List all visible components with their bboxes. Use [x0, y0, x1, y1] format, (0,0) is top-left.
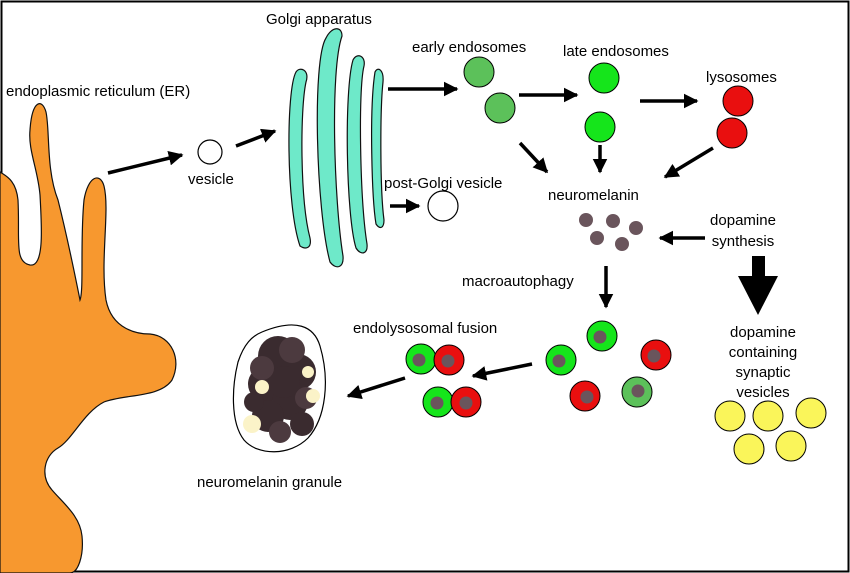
late-endosomes-label: late endosomes: [563, 43, 669, 60]
synaptic-vesicles: [714, 397, 827, 465]
post-golgi-vesicle-label: post-Golgi vesicle: [384, 175, 502, 192]
arrow-er-to-vesicle: [107, 150, 184, 175]
neuromelanin-granule: [232, 324, 326, 453]
lysosomes-label: lysosomes: [706, 69, 777, 86]
arrow-vesicle-to-golgi: [235, 128, 277, 148]
dopamine-synthesis-label-line2: synthesis: [712, 233, 775, 250]
early-endosome: [484, 92, 516, 124]
late-endosome-with-neuromelanin: [586, 320, 618, 352]
early-endosome-with-neuromelanin: [621, 376, 653, 408]
arrow-autophagy-to-fusion: [471, 362, 533, 381]
dopamine-vesicles-label-line2: containing: [729, 344, 797, 361]
late-endosome: [584, 111, 616, 143]
late-endosome: [588, 62, 620, 94]
endoplasmic-reticulum: [0, 103, 177, 573]
neuromelanin-particle: [579, 213, 593, 227]
arrow-fusion-to-granule: [346, 376, 406, 400]
fused-endolysosome: [422, 386, 482, 418]
golgi-apparatus: [288, 28, 385, 268]
synaptic-vesicle: [714, 400, 746, 432]
neuromelanin-particle: [629, 221, 643, 235]
dopamine-synthesis-label-line1: dopamine: [710, 212, 776, 229]
lysosome: [716, 117, 748, 149]
arrow-lysosomes-to-neuromelanin: [663, 146, 714, 179]
synaptic-vesicle: [733, 433, 765, 465]
neuromelanin-granule-label: neuromelanin granule: [197, 474, 342, 491]
synaptic-vesicle: [795, 397, 827, 429]
dopamine-vesicles-label-line4: vesicles: [736, 384, 789, 401]
vesicle-label: vesicle: [188, 171, 234, 188]
synaptic-vesicle: [775, 430, 807, 462]
er-label: endoplasmic reticulum (ER): [6, 83, 190, 100]
neuromelanin-label: neuromelanin: [548, 187, 639, 204]
early-endosome: [463, 56, 495, 88]
arrow-early-endosomes-to-neuromelanin: [518, 141, 549, 174]
late-endosome-with-neuromelanin: [545, 344, 577, 376]
neuromelanin-particles: [579, 213, 643, 251]
arrow-dopamine-synthesis-to-vesicles: [738, 256, 778, 315]
fused-endolysosome: [405, 343, 465, 376]
neuromelanin-particle: [606, 214, 620, 228]
autophagic-compartments: [545, 320, 672, 412]
golgi-label: Golgi apparatus: [266, 11, 372, 28]
early-endosomes-label: early endosomes: [412, 39, 526, 56]
lysosome-with-neuromelanin: [640, 339, 672, 371]
synaptic-vesicle: [752, 400, 784, 432]
dopamine-vesicles-label-line1: dopamine: [730, 324, 796, 341]
post-golgi-vesicle: [427, 190, 459, 222]
macroautophagy-label: macroautophagy: [462, 273, 574, 290]
endolysosomal-fusion-label: endolysosomal fusion: [353, 320, 497, 337]
vesicle: [197, 139, 223, 165]
lysosome-with-neuromelanin: [569, 380, 601, 412]
dopamine-vesicles-label-line3: synaptic: [735, 364, 791, 381]
neuromelanin-particle: [615, 237, 629, 251]
fused-endolysosomes: [405, 343, 482, 418]
lysosome: [722, 85, 754, 117]
neuromelanin-particle: [590, 231, 604, 245]
